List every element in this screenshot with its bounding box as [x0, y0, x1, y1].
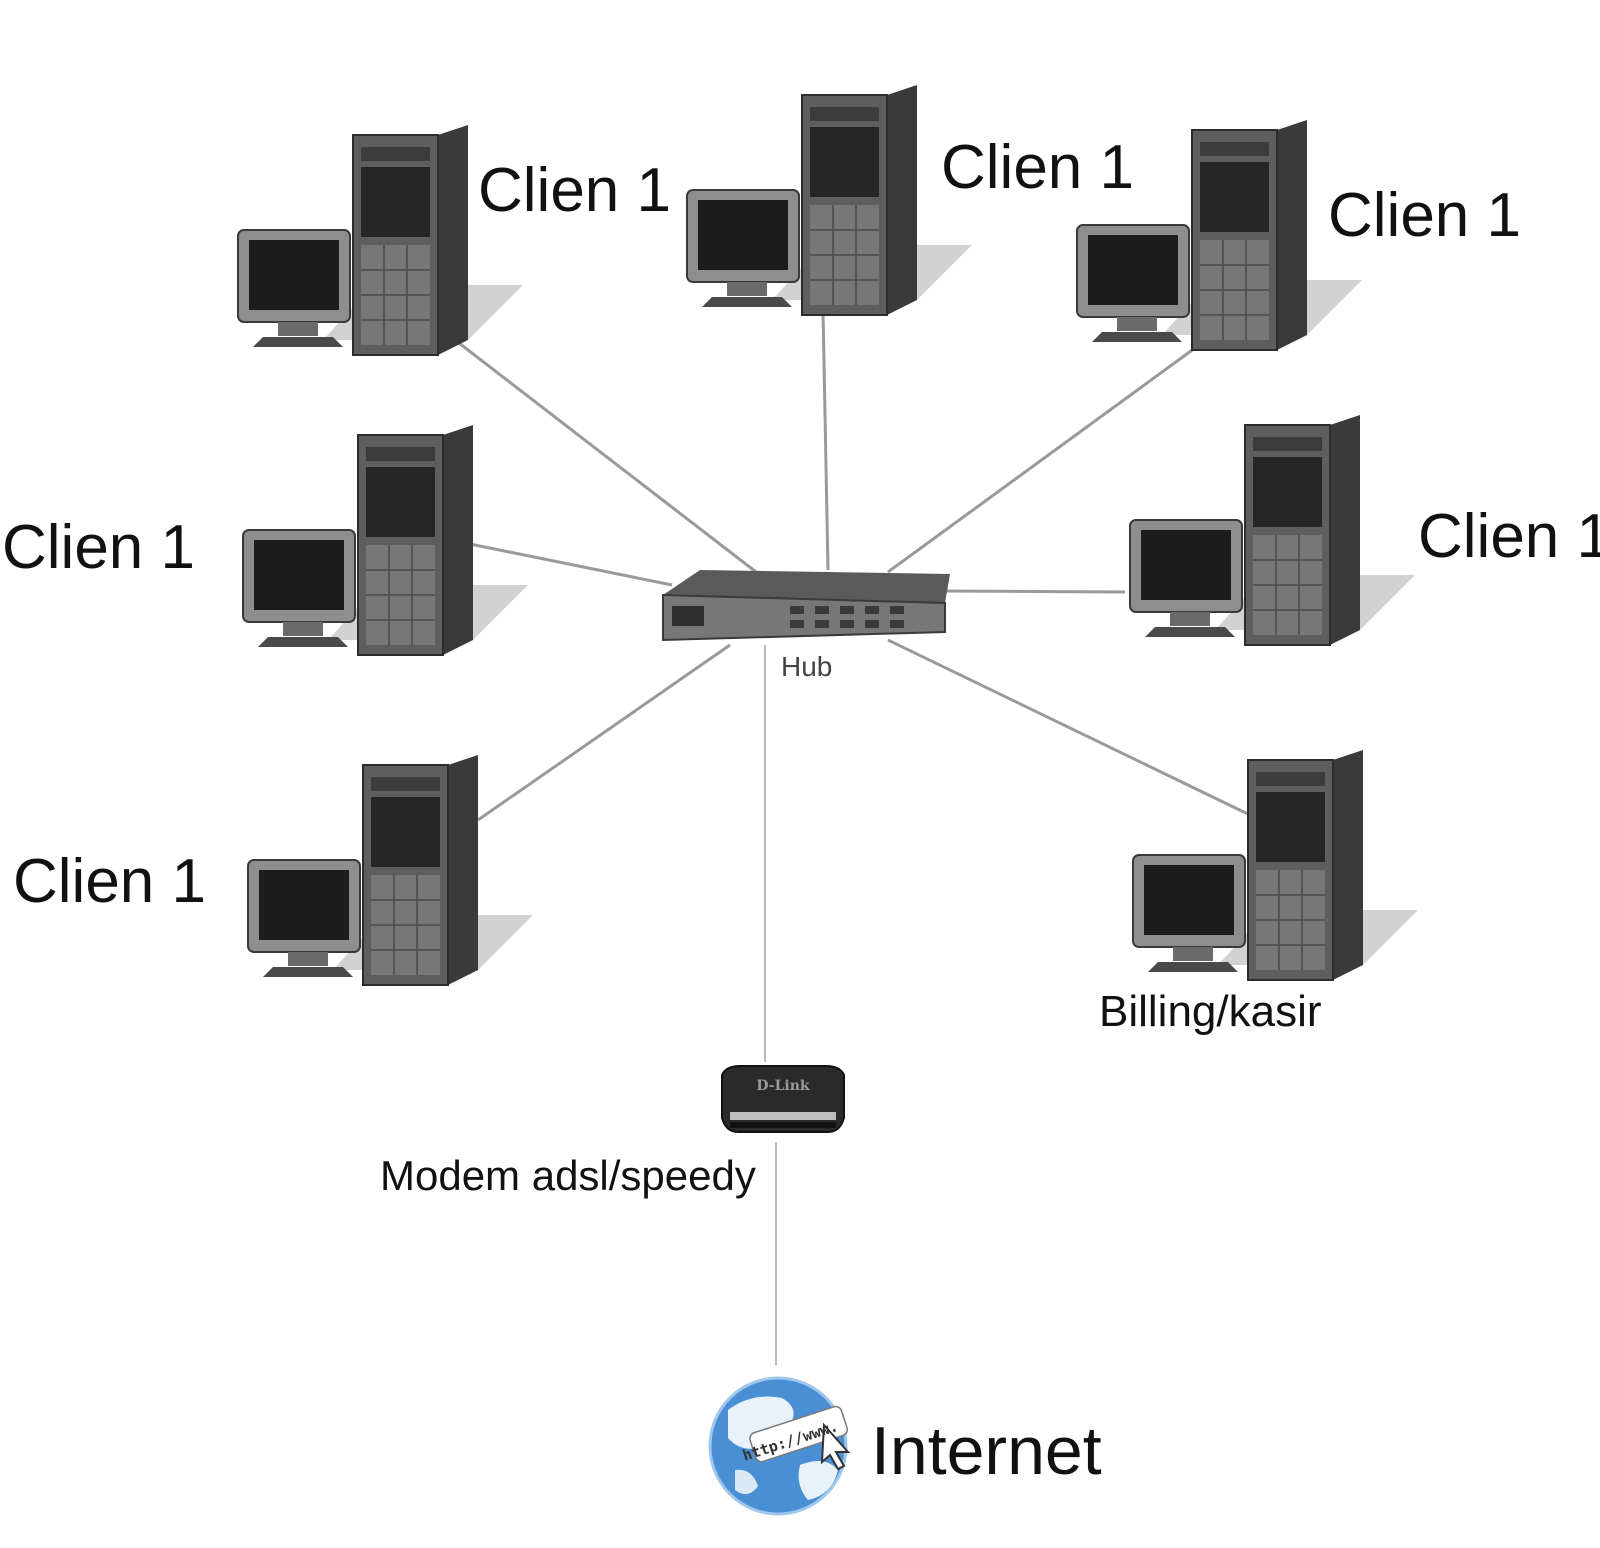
internet-label: Internet	[871, 1413, 1102, 1489]
hub-device	[662, 570, 950, 642]
network-links	[454, 309, 1251, 1365]
client-label-bottom-left: Clien 1	[13, 847, 206, 916]
client-pc-top-center	[686, 84, 973, 316]
client-label-mid-right: Clien 1	[1418, 502, 1600, 571]
billing-label: Billing/kasir	[1099, 987, 1322, 1036]
billing-pc	[1132, 749, 1419, 981]
client-label-mid-left: Clien 1	[2, 513, 195, 582]
client-pc-bottom-left	[247, 754, 534, 986]
hub-label: Hub	[781, 651, 832, 682]
modem-brand-text: D-Link	[756, 1078, 810, 1094]
client-label-top-right: Clien 1	[1328, 181, 1521, 250]
client-label-top-left: Clien 1	[478, 156, 671, 225]
client-pc-mid-right	[1129, 414, 1416, 646]
client-label-top-center: Clien 1	[941, 133, 1134, 202]
modem-label: Modem adsl/speedy	[380, 1152, 756, 1199]
client-pc-mid-left	[242, 424, 529, 656]
modem-device	[721, 1065, 845, 1133]
globe-icon	[708, 1376, 851, 1516]
